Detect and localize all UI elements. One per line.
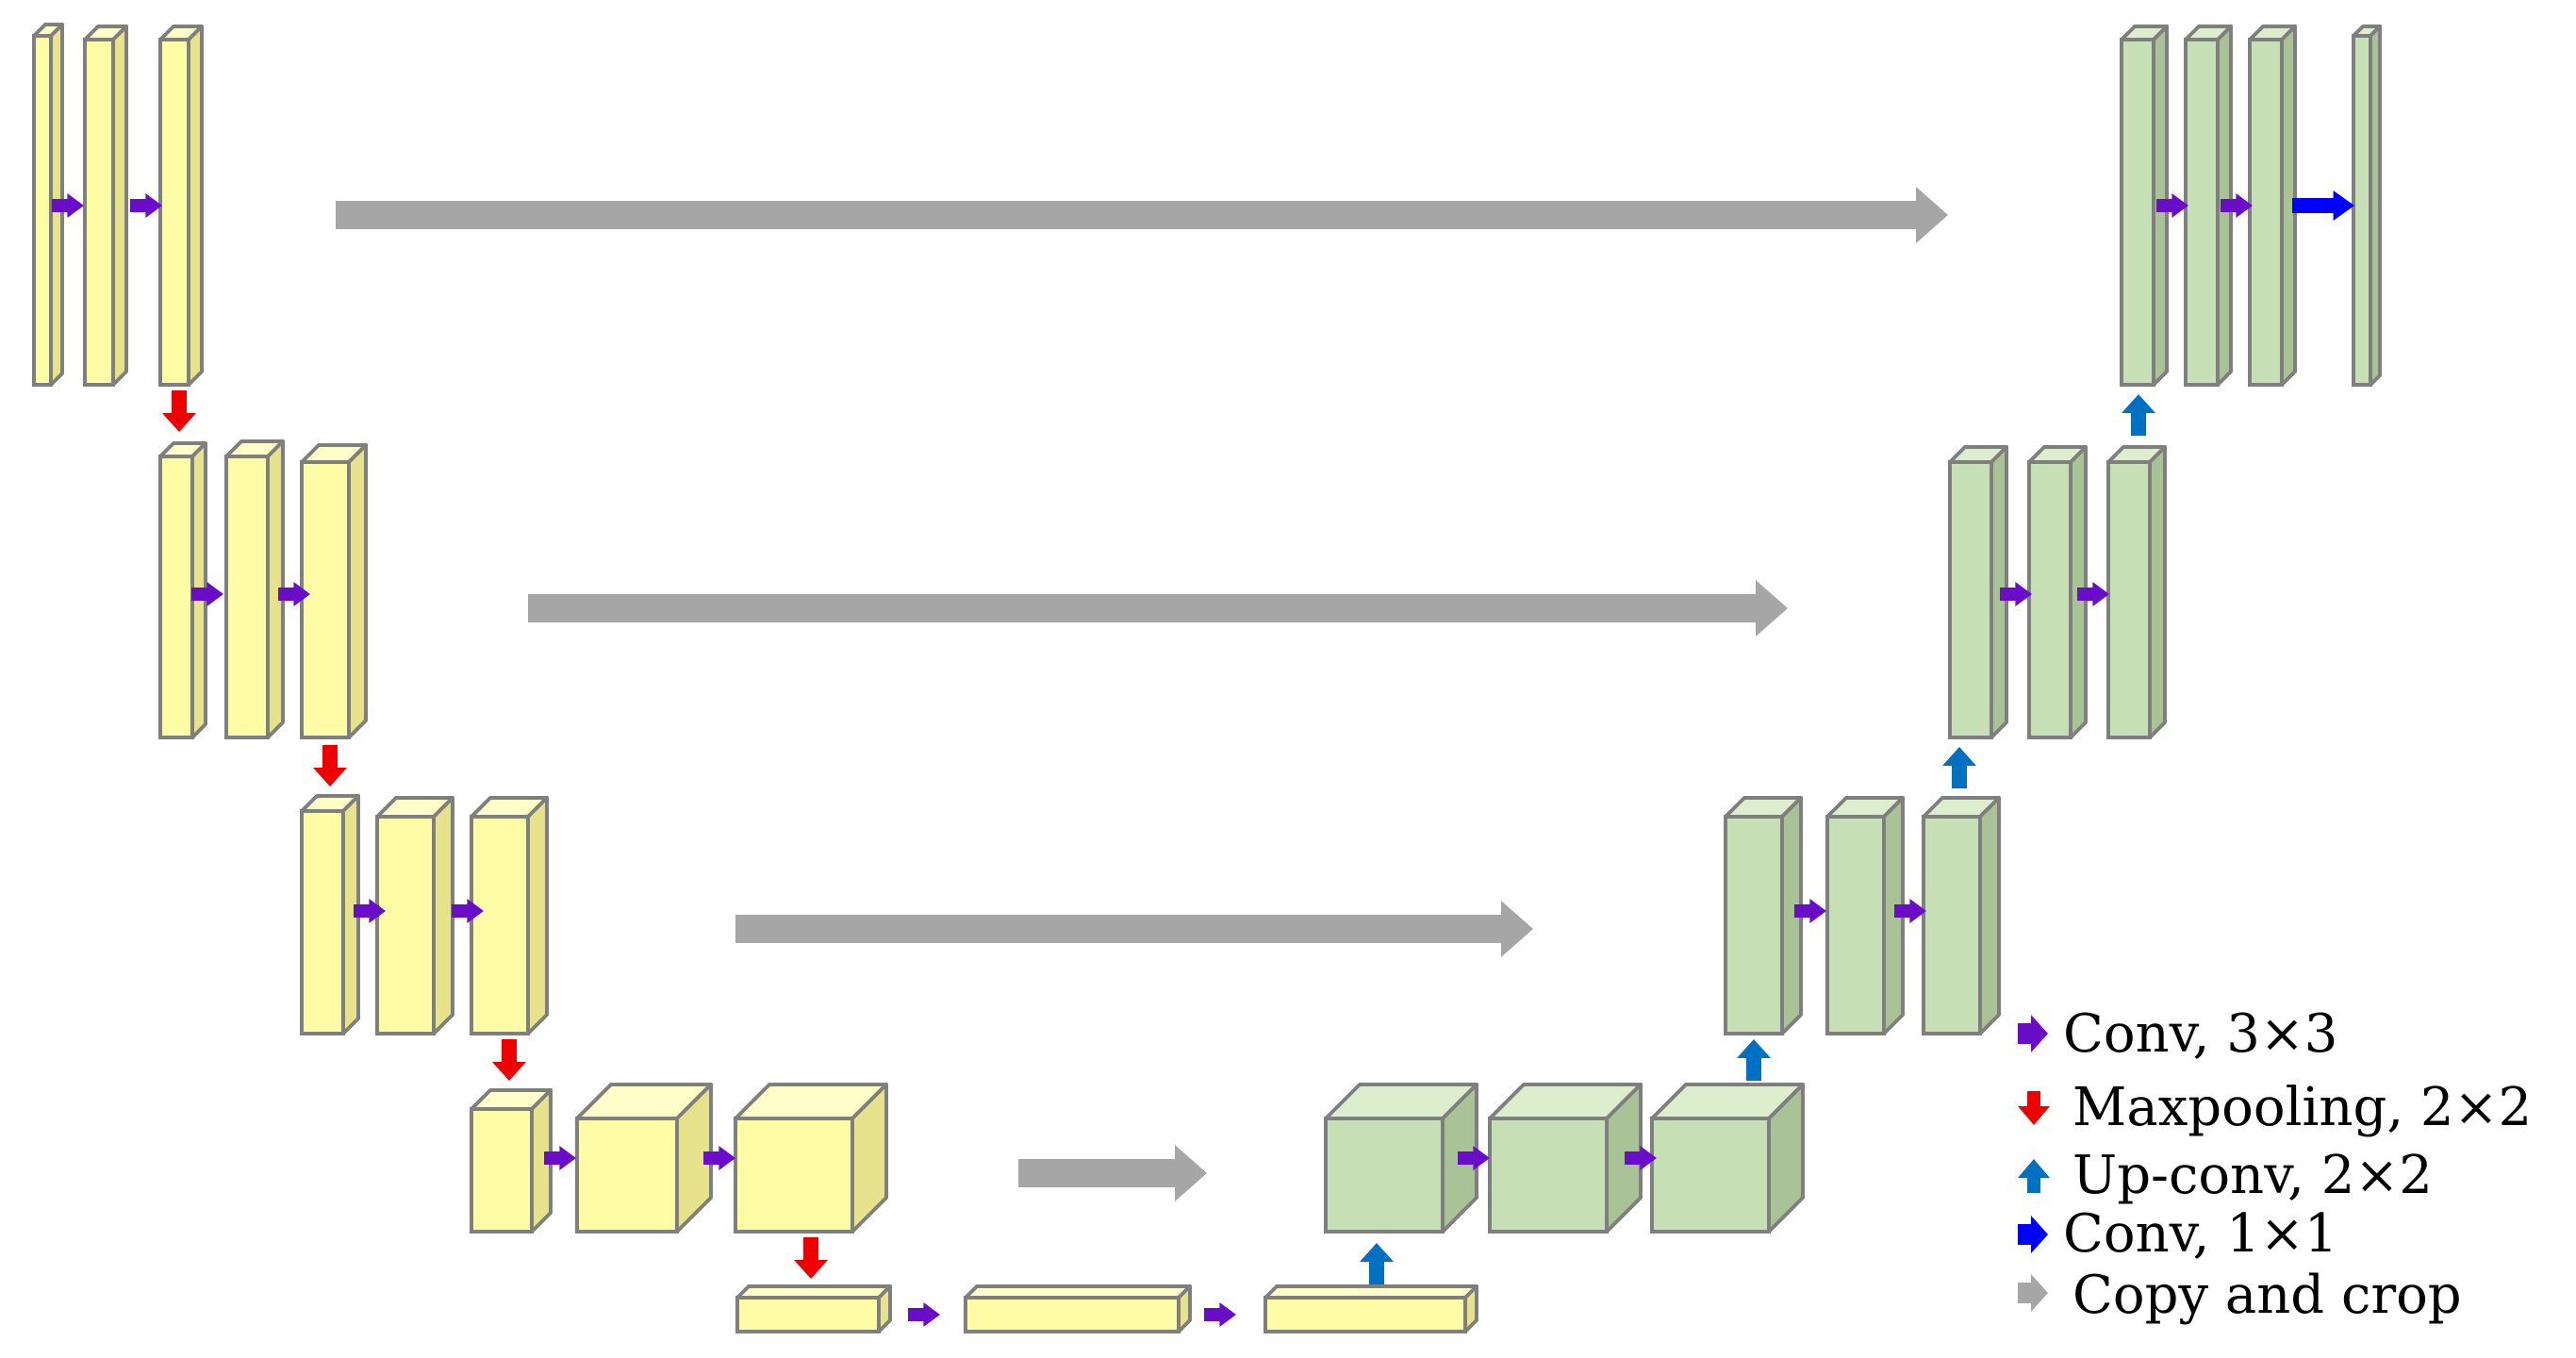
decoder-level2-upconv <box>1948 445 2008 739</box>
red-down-arrow-icon <box>2018 1091 2050 1125</box>
conv3x3-arrow <box>2221 193 2253 218</box>
legend-label-conv1x1: Conv, 1×1 <box>2063 1203 2337 1265</box>
legend-label-maxpooling: Maxpooling, 2×2 <box>2072 1077 2532 1138</box>
conv3x3-arrow <box>1794 899 1826 923</box>
decoder-level4-conv2 <box>1650 1083 1805 1234</box>
conv3x3-arrow <box>354 899 386 923</box>
encoder-level3-conv2 <box>470 796 549 1035</box>
conv3x3-arrow <box>278 582 310 606</box>
conv3x3-arrow <box>452 899 484 923</box>
encoder-level3-conv1 <box>375 796 454 1035</box>
copy-crop-arrow-level3 <box>735 901 1533 957</box>
conv3x3-arrow <box>908 1302 940 1327</box>
purple-right-arrow-icon <box>2018 1015 2048 1052</box>
legend-label-copy-and-crop: Copy and crop <box>2072 1265 2462 1326</box>
encoder-level1-conv1 <box>83 25 128 387</box>
copy-crop-arrow-level4 <box>1018 1145 1207 1201</box>
blue-up-arrow-icon <box>2018 1159 2050 1193</box>
conv3x3-arrow <box>1625 1146 1657 1170</box>
encoder-level2-conv2 <box>300 443 368 739</box>
upconv-arrow <box>1360 1243 1394 1284</box>
legend-label-conv3x3: Conv, 3×3 <box>2063 1003 2337 1065</box>
bottleneck-conv2 <box>1263 1284 1478 1333</box>
decoder-level1-upconv <box>2120 25 2169 387</box>
conv3x3-arrow <box>2156 193 2188 218</box>
encoder-level2-conv1 <box>224 439 285 739</box>
copy-crop-arrow-level1 <box>336 187 1948 243</box>
encoder-level4-conv2 <box>734 1083 888 1234</box>
conv3x3-arrow <box>703 1146 735 1170</box>
maxpool-arrow <box>794 1237 828 1279</box>
legend-item-upconv: Up-conv, 2×2 <box>2018 1145 2433 1206</box>
conv3x3-arrow <box>1894 899 1926 923</box>
copy-crop-arrow-level2 <box>528 580 1788 637</box>
encoder-level4-conv1 <box>575 1083 713 1234</box>
gray-right-arrow-icon <box>2018 1274 2048 1312</box>
feature-map-blocks <box>32 23 2382 1333</box>
conv1x1-arrow <box>2292 190 2354 221</box>
blue-right-arrow-icon <box>2018 1216 2048 1253</box>
legend-item-copy-and-crop: Copy and crop <box>2018 1265 2462 1326</box>
conv3x3-arrow <box>2000 582 2032 606</box>
conv3x3-arrow <box>191 582 223 606</box>
upconv-arrow <box>1942 747 1976 788</box>
conv3x3-arrow <box>2077 582 2109 606</box>
decoder-level1-conv2 <box>2248 25 2297 387</box>
conv3x3-arrow <box>1458 1146 1490 1170</box>
legend: Conv, 3×3 Maxpooling, 2×2 Up-conv, 2×2 C… <box>2018 1003 2532 1326</box>
decoder-level2-conv2 <box>2106 445 2167 739</box>
decoder-level3-conv2 <box>1922 796 2001 1035</box>
decoder-level1-conv1 <box>2184 25 2233 387</box>
conv3x3-arrow <box>52 193 84 218</box>
legend-label-upconv: Up-conv, 2×2 <box>2072 1145 2433 1206</box>
maxpool-arrow <box>162 390 196 432</box>
encoder-level3-pool <box>300 794 360 1035</box>
bottleneck-conv1 <box>964 1284 1192 1333</box>
decoder-level3-upconv <box>1724 796 1803 1035</box>
legend-item-conv3x3: Conv, 3×3 <box>2018 1003 2337 1065</box>
upconv-arrow <box>2122 394 2155 436</box>
encoder-level1-conv2 <box>158 25 204 387</box>
conv3x3-arrow <box>544 1146 576 1170</box>
decoder-level1-output <box>2352 25 2382 387</box>
conv3x3-arrow <box>1204 1302 1236 1327</box>
upconv-arrow <box>1737 1039 1771 1081</box>
decoder-level4-conv1 <box>1488 1083 1643 1234</box>
bottleneck-pool <box>735 1284 892 1333</box>
maxpool-arrow <box>492 1039 526 1081</box>
conv3x3-arrow <box>130 193 162 218</box>
encoder-level4-pool <box>470 1088 553 1234</box>
operation-arrows <box>52 187 2354 1327</box>
maxpool-arrow <box>313 745 347 787</box>
encoder-level2-pool <box>158 441 207 739</box>
legend-item-conv1x1: Conv, 1×1 <box>2018 1203 2337 1265</box>
legend-item-maxpooling: Maxpooling, 2×2 <box>2018 1077 2532 1138</box>
decoder-level3-conv1 <box>1825 796 1905 1035</box>
decoder-level4-upconv <box>1324 1083 1478 1234</box>
